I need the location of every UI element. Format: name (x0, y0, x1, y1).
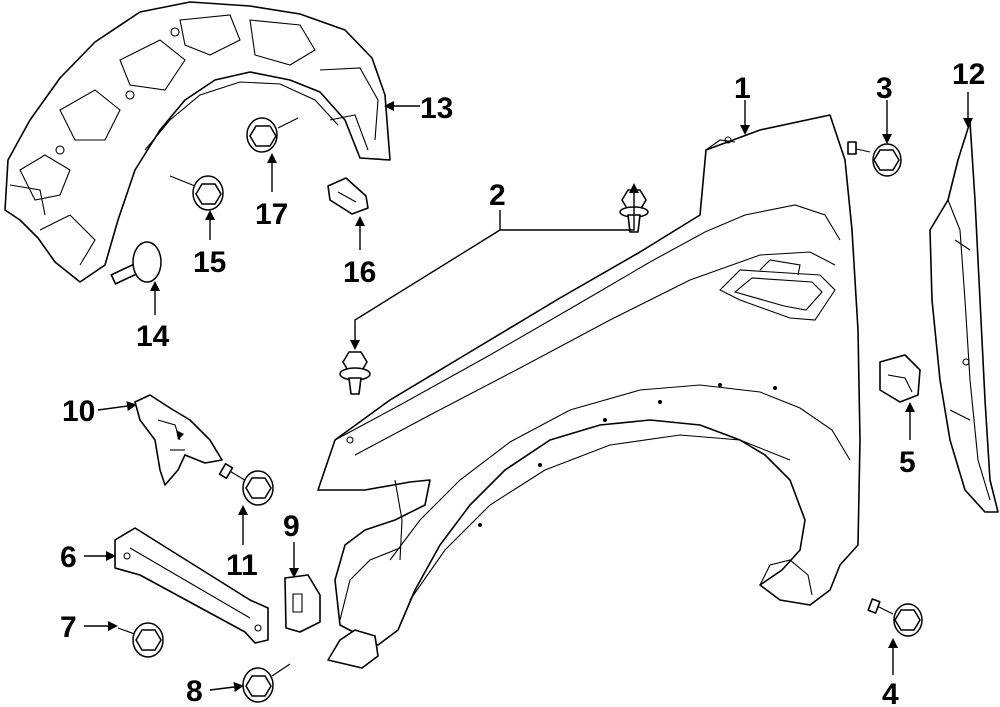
bolt-part-4[interactable] (867, 598, 923, 637)
callout-11: 11 (226, 549, 258, 582)
callout-8: 8 (186, 675, 203, 707)
bracket-part-5[interactable] (879, 354, 921, 403)
bolt-part-8[interactable] (242, 663, 291, 703)
bolt-part-7[interactable] (117, 622, 164, 658)
bolt-part-15[interactable] (169, 175, 224, 211)
clip-part-16[interactable] (327, 177, 369, 215)
callout-17: 17 (255, 198, 288, 231)
bracket-part-9[interactable] (284, 574, 321, 633)
callout-7: 7 (60, 611, 77, 644)
bolt-part-11[interactable] (218, 463, 274, 506)
callout-9: 9 (283, 510, 300, 543)
callout-10: 10 (62, 395, 95, 428)
bolt-part-17[interactable] (246, 117, 299, 153)
wheel-liner-part-13[interactable] (4, 1, 391, 283)
callout-13: 13 (420, 92, 453, 125)
fender-part-1[interactable] (317, 114, 861, 669)
bolt-part-3[interactable] (847, 141, 902, 177)
brace-part-6[interactable] (114, 527, 269, 644)
callout-12: 12 (952, 58, 985, 91)
leader-lines (84, 92, 973, 692)
callout-6: 6 (60, 541, 77, 574)
fender-seal-part-12[interactable] (929, 121, 999, 513)
callout-5: 5 (899, 446, 916, 479)
pin-part-14[interactable] (110, 241, 162, 285)
callout-1: 1 (734, 72, 751, 105)
push-pin-part-2-lower[interactable] (339, 351, 371, 395)
callout-3: 3 (876, 72, 893, 105)
callout-4: 4 (882, 678, 899, 707)
callout-15: 15 (193, 246, 226, 279)
callout-14: 14 (136, 320, 170, 353)
bracket-part-10[interactable] (134, 394, 223, 486)
callout-2: 2 (489, 179, 506, 212)
callout-16: 16 (343, 256, 376, 289)
